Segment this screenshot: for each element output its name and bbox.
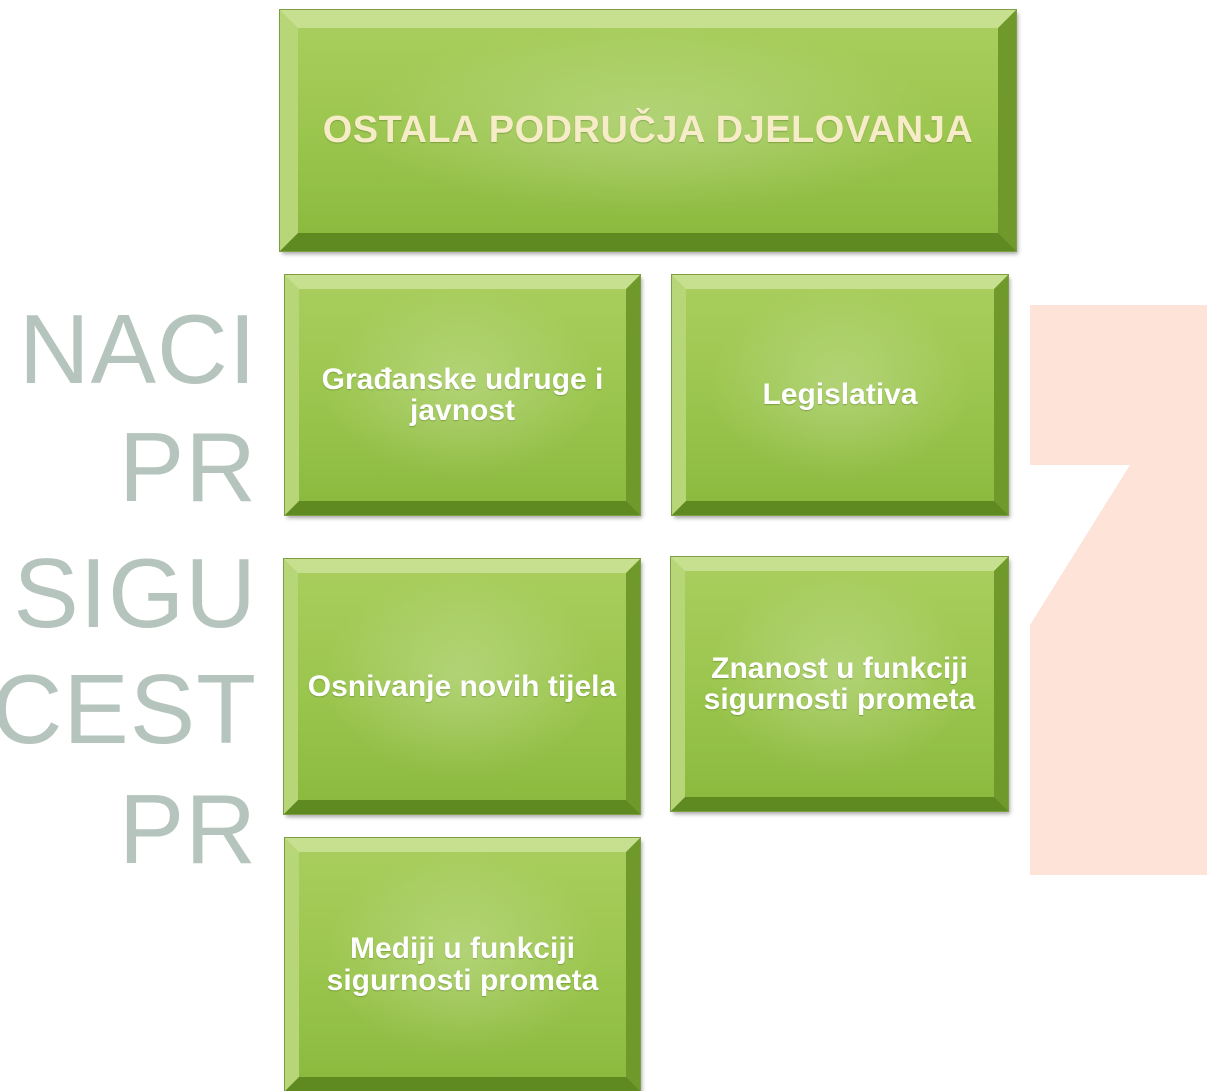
watermark-line-3: SIGU: [13, 538, 257, 648]
watermark-line-2: PR: [118, 412, 257, 522]
node-label: Mediji u funkciji sigurnosti prometa: [326, 932, 599, 997]
node-osnivanje-novih-tijela: Osnivanje novih tijela: [284, 559, 640, 814]
node-znanost: Znanost u funkciji sigurnosti prometa: [671, 557, 1008, 811]
node-label: Osnivanje novih tijela: [307, 669, 617, 703]
watermark-line-5: PR: [118, 774, 257, 884]
node-label: Znanost u funkciji sigurnosti prometa: [703, 651, 976, 716]
background-logo-shape: [1030, 305, 1207, 875]
node-label: Građanske udruge i javnost: [321, 362, 604, 427]
watermark-line-1: NACI: [18, 294, 257, 404]
node-gradanske-udruge: Građanske udruge i javnost: [285, 275, 640, 515]
diagram-title-box: OSTALA PODRUČJA DJELOVANJA: [280, 10, 1016, 251]
node-mediji: Mediji u funkciji sigurnosti prometa: [285, 838, 640, 1091]
watermark-line-4: CEST: [0, 654, 257, 764]
diagram-title: OSTALA PODRUČJA DJELOVANJA: [322, 108, 974, 151]
node-legislativa: Legislativa: [672, 275, 1008, 515]
node-label: Legislativa: [762, 378, 918, 412]
